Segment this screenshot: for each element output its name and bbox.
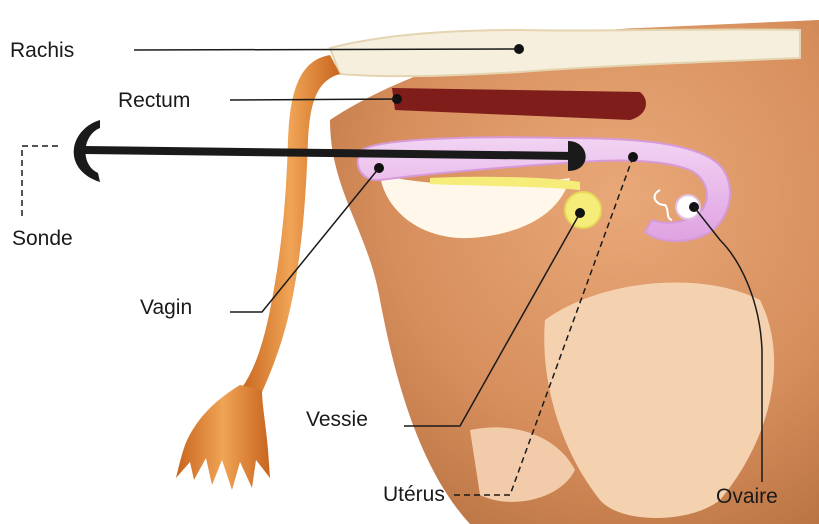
sonde-leader [22,146,58,220]
label-ovaire: Ovaire [716,486,778,507]
rachis-leader [134,49,519,50]
tail-switch [176,385,270,490]
tail-shape [240,55,340,392]
label-sonde: Sonde [12,228,73,249]
label-rachis: Rachis [10,40,74,61]
label-uterus: Utérus [383,484,445,505]
label-vessie: Vessie [306,409,368,430]
label-rectum: Rectum [118,90,190,111]
label-vagin: Vagin [140,297,192,318]
rectum-leader [230,99,397,100]
